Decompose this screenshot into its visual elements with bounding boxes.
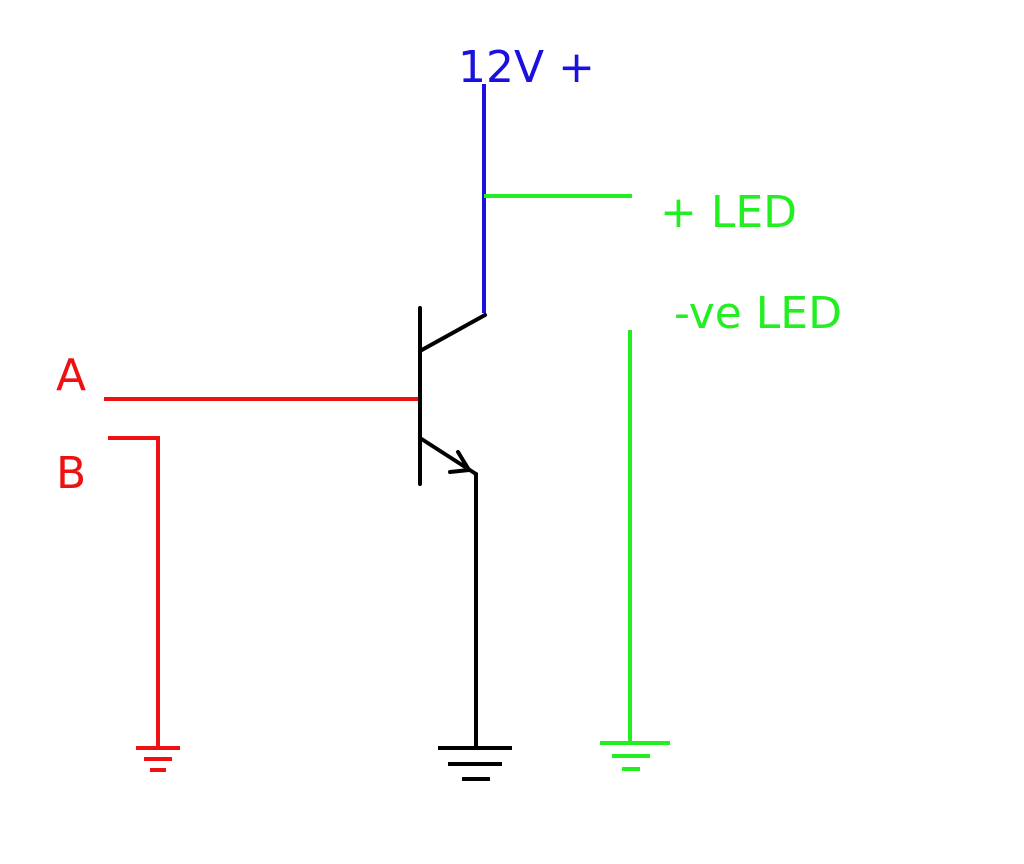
input-b-wire [108,436,160,748]
ground-emitter-symbol [438,746,512,781]
input-b-label: B [56,448,87,499]
transistor-collector [418,313,487,353]
led-wires [484,194,632,744]
ground-input-b-symbol [136,746,180,772]
input-wires [104,397,420,748]
led-positive-label: + LED [660,187,798,238]
led-negative-label: -ve LED [674,288,842,339]
ground-led-symbol [600,741,670,771]
supply-label: 12V + [458,42,595,93]
npn-transistor [418,306,487,750]
transistor-emitter-arrow-icon [448,450,471,474]
input-a-label: A [56,350,87,401]
